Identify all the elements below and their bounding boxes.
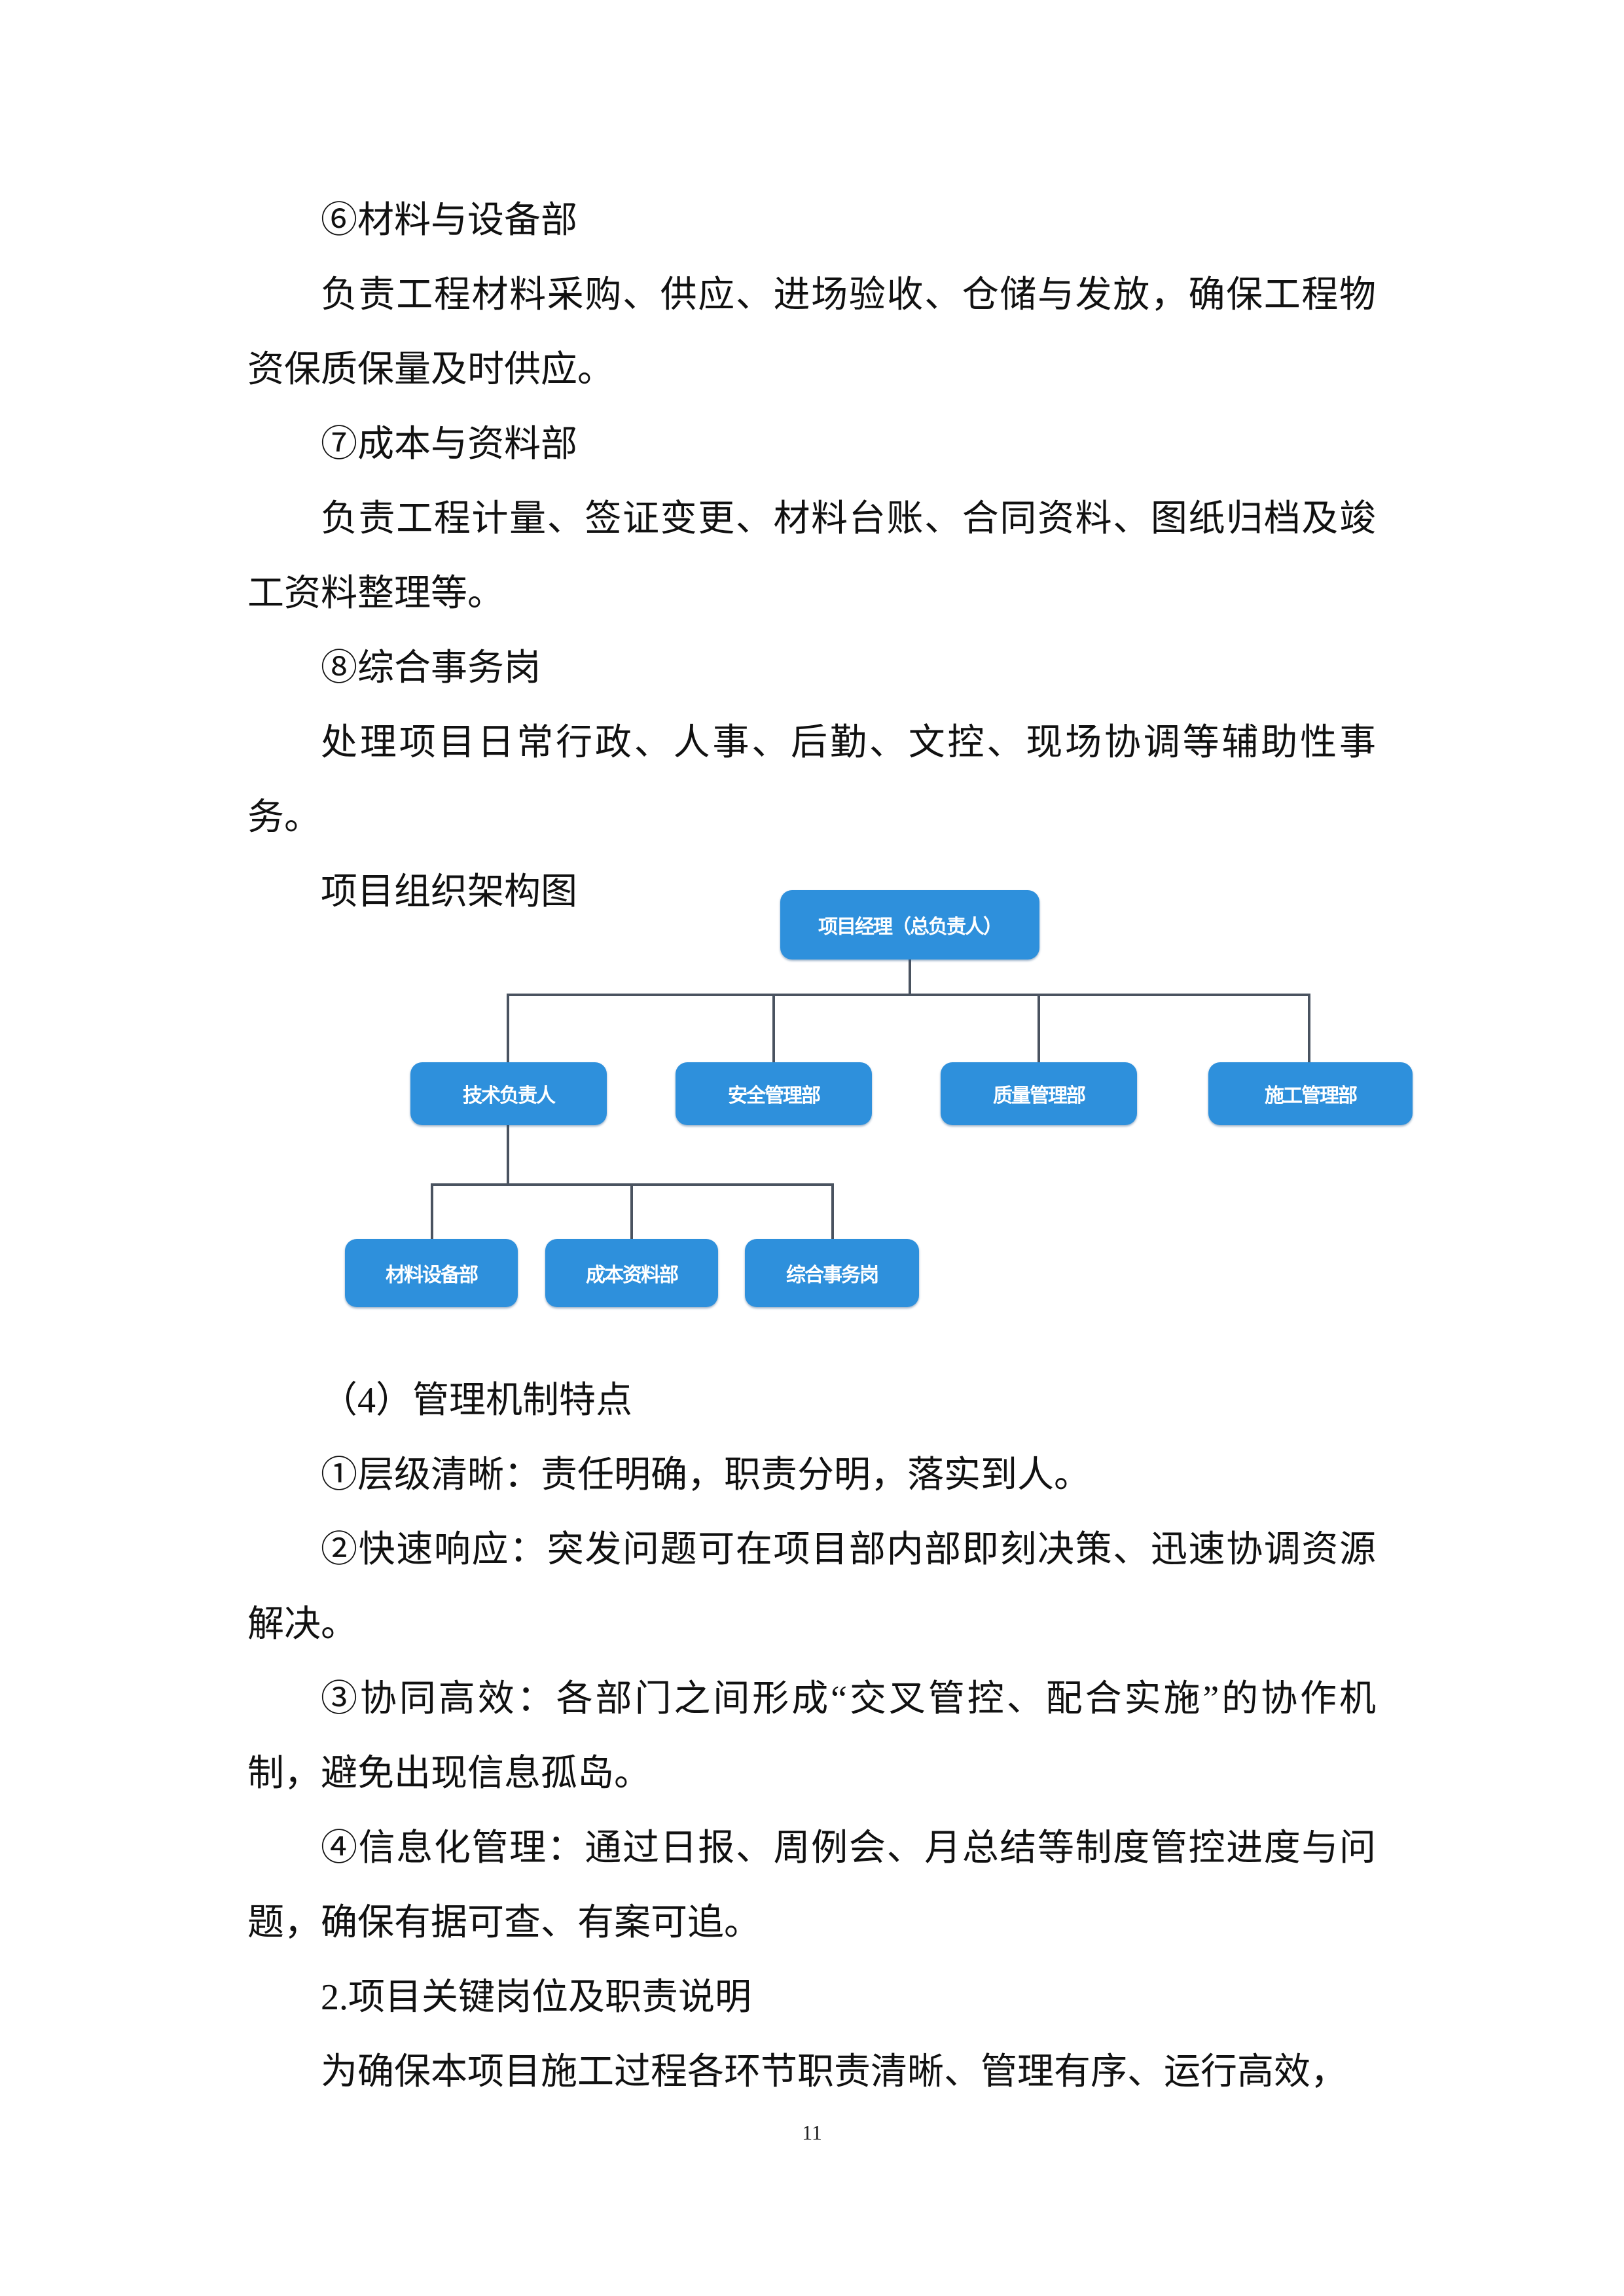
connector-tech-lead-down xyxy=(507,1124,509,1186)
heading-key-positions: 2.项目关键岗位及职责说明 xyxy=(321,1977,751,2018)
feature-rapid-response: ②快速响应：突发问题可在项目部内部即刻决策、迅速协调资源解决。 xyxy=(247,1530,1376,1645)
paragraph-key-positions-intro: 为确保本项目施工过程各环节职责清晰、管理有序、运行高效， xyxy=(321,2052,1347,2092)
feature-clear-hierarchy: ①层级清晰：责任明确，职责分明，落实到人。 xyxy=(321,1455,1091,1496)
feature-efficient-collaboration: ③协同高效：各部门之间形成“交叉管控、配合实施”的协作机制，避免出现信息孤岛。 xyxy=(247,1679,1376,1794)
connector-to-cost-dept xyxy=(630,1183,633,1240)
node-construction-dept: 施工管理部 xyxy=(1208,1062,1413,1125)
node-project-manager: 项目经理（总负责人） xyxy=(780,890,1039,960)
heading-cost-documents-dept: ⑦成本与资料部 xyxy=(321,424,577,465)
node-quality-dept: 质量管理部 xyxy=(941,1062,1137,1125)
connector-to-quality-dept xyxy=(1038,994,1040,1063)
connector-to-tech-lead xyxy=(507,994,509,1063)
text-block-bottom: （4）管理机制特点 ①层级清晰：责任明确，职责分明，落实到人。 ②快速响应：突发… xyxy=(247,1363,1376,2109)
connector-to-materials-dept xyxy=(431,1183,433,1240)
paragraph-cost-documents-duties: 负责工程计量、签证变更、材料台账、合同资料、图纸归档及竣工资料整理等。 xyxy=(247,499,1376,614)
node-cost-documents-dept: 成本资料部 xyxy=(545,1239,718,1307)
heading-management-features: （4）管理机制特点 xyxy=(321,1380,632,1421)
connector-level2-horizontal xyxy=(507,994,1310,996)
node-general-affairs-post: 综合事务岗 xyxy=(745,1239,919,1307)
feature-information-management: ④信息化管理：通过日报、周例会、月总结等制度管控进度与问题，确保有据可查、有案可… xyxy=(247,1828,1376,1943)
node-materials-equipment-dept: 材料设备部 xyxy=(345,1239,518,1307)
paragraph-general-affairs-duties: 处理项目日常行政、人事、后勤、文控、现场协调等辅助性事务。 xyxy=(247,723,1376,838)
node-technical-lead: 技术负责人 xyxy=(410,1062,607,1125)
connector-to-safety-dept xyxy=(772,994,775,1063)
text-block-top: ⑥材料与设备部 负责工程材料采购、供应、进场验收、仓储与发放，确保工程物资保质保… xyxy=(247,183,1376,929)
page-number: 11 xyxy=(802,2121,822,2144)
connector-to-construction-dept xyxy=(1308,994,1310,1063)
org-chart-caption: 项目组织架构图 xyxy=(321,872,577,912)
heading-general-affairs-post: ⑧综合事务岗 xyxy=(321,648,541,689)
node-safety-dept: 安全管理部 xyxy=(676,1062,872,1125)
connector-level3-horizontal xyxy=(431,1183,834,1186)
connector-root-down xyxy=(909,960,911,996)
heading-materials-equipment-dept: ⑥材料与设备部 xyxy=(321,200,577,241)
connector-to-general-affairs xyxy=(831,1183,834,1240)
paragraph-materials-equipment-duties: 负责工程材料采购、供应、进场验收、仓储与发放，确保工程物资保质保量及时供应。 xyxy=(247,275,1376,390)
